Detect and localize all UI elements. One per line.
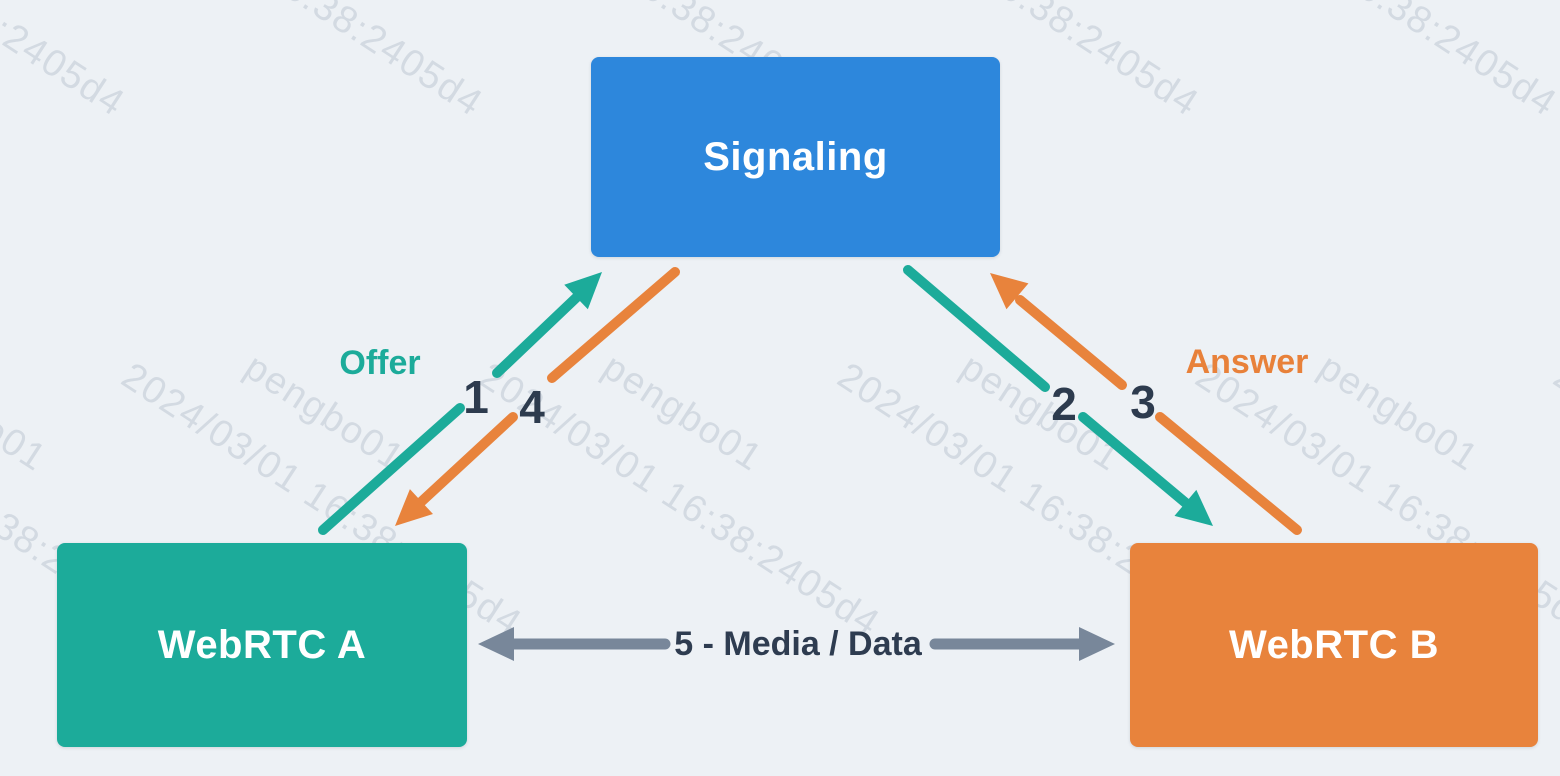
edge-offer-a-to-signaling-line-1 bbox=[318, 403, 465, 535]
edge-media-data-arrowhead-2 bbox=[1079, 627, 1115, 661]
label-step-4: 4 bbox=[519, 381, 545, 433]
label-answer: Answer bbox=[1185, 343, 1309, 381]
label-step-2: 2 bbox=[1051, 378, 1077, 430]
node-signaling: Signaling bbox=[591, 57, 1000, 257]
edge-signaling-to-a-arrowhead-1 bbox=[395, 489, 433, 526]
edge-signaling-to-a-line-2 bbox=[416, 412, 518, 507]
edge-offer-a-to-signaling-arrowhead-1 bbox=[564, 272, 602, 310]
edge-signaling-to-b-line-2 bbox=[1078, 412, 1192, 509]
node-webrtc-a: WebRTC A bbox=[57, 543, 467, 747]
edge-answer-b-to-signaling-arrowhead-1 bbox=[990, 273, 1029, 310]
label-step-3: 3 bbox=[1130, 376, 1156, 428]
label-media-data: 5 - Media / Data bbox=[674, 625, 922, 663]
label-step-1: 1 bbox=[463, 371, 489, 423]
node-webrtc-a-label: WebRTC A bbox=[157, 622, 367, 667]
node-signaling-label: Signaling bbox=[703, 134, 888, 179]
label-offer: Offer bbox=[339, 344, 421, 382]
edge-media-data-arrowhead-1 bbox=[478, 627, 514, 661]
edge-signaling-to-b-line-1 bbox=[903, 265, 1050, 392]
edge-signaling-to-a-line-1 bbox=[547, 267, 680, 383]
edge-signaling-to-b-arrowhead-1 bbox=[1174, 489, 1213, 526]
edge-answer-b-to-signaling-line-1 bbox=[1155, 412, 1302, 535]
edge-answer-b-to-signaling-line-2 bbox=[1015, 295, 1127, 390]
node-webrtc-b: WebRTC B bbox=[1130, 543, 1538, 747]
node-webrtc-b-label: WebRTC B bbox=[1229, 622, 1439, 667]
edge-offer-a-to-signaling-line-2 bbox=[492, 291, 583, 378]
